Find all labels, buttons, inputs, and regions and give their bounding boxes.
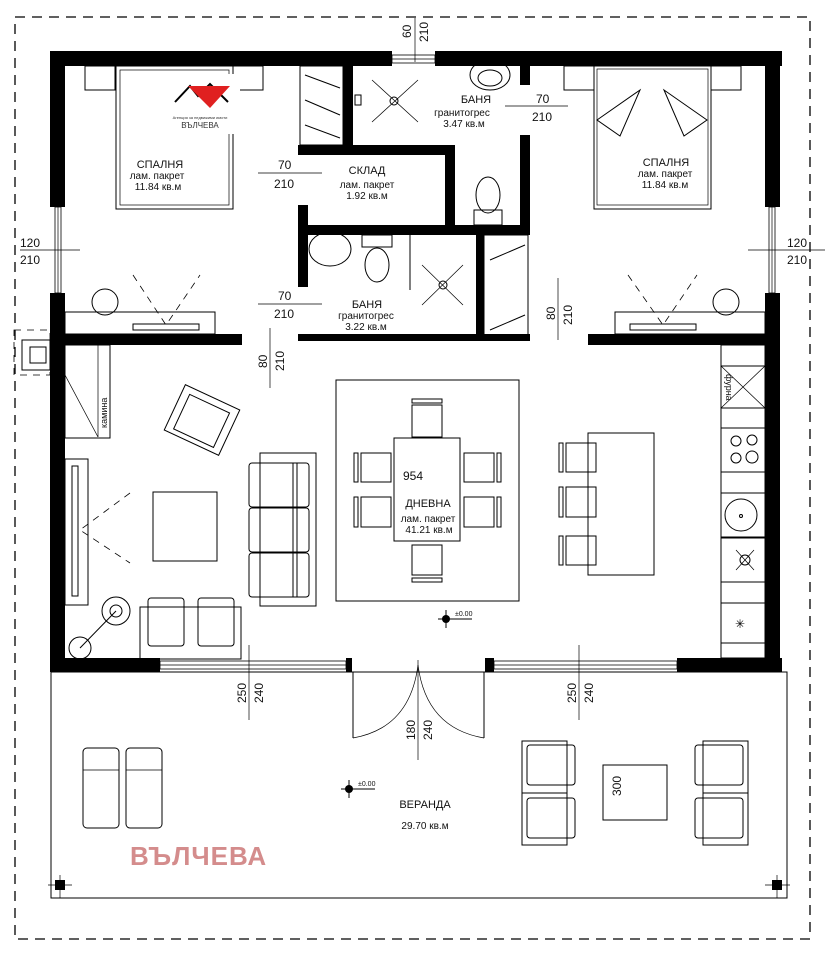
floor-lamp [68,596,131,660]
watermark: ВЪЛЧЕВА [130,841,267,871]
outer-walls [50,51,782,672]
armchairs-bottom [139,597,242,660]
dimension-labels: 60 210 70 210 70 210 70 210 120 210 120 … [20,22,807,740]
svg-text:±0.00: ±0.00 [358,781,376,788]
entrance-door[interactable] [352,664,485,739]
svg-text:240: 240 [252,683,266,703]
sink-bottom [308,231,352,267]
svg-text:3.22 кв.м: 3.22 кв.м [345,322,387,333]
toilet-top [473,176,503,226]
level-marker-living: ±0.00 [438,610,473,628]
svg-text:210: 210 [787,253,807,267]
svg-text:210: 210 [561,305,575,325]
svg-text:70: 70 [278,158,292,172]
door-lines [20,18,825,760]
svg-text:3.47 кв.м: 3.47 кв.м [443,119,485,130]
svg-text:лам. пакрет: лам. пакрет [340,180,395,191]
desk-left [64,274,216,335]
shower-top [354,79,419,123]
coffee-table [152,491,218,562]
svg-text:120: 120 [787,236,807,250]
sofa [248,452,317,607]
svg-text:210: 210 [274,307,294,321]
kitchen-cabinets: ✳ [720,344,766,659]
svg-text:240: 240 [582,683,596,703]
svg-text:лам. пакрет: лам. пакрет [130,171,185,182]
svg-text:29.70 кв.м: 29.70 кв.м [401,821,448,832]
dining-chairs [353,398,502,583]
svg-text:11.84 кв.м: 11.84 кв.м [135,182,182,193]
svg-text:210: 210 [20,253,40,267]
svg-text:70: 70 [278,289,292,303]
svg-text:фурна: фурна [724,374,734,401]
armchair [163,383,241,457]
svg-text:250: 250 [235,683,249,703]
room-name: ВЕРАНДА [399,799,451,811]
svg-text:210: 210 [532,110,552,124]
veranda-posts [48,875,790,898]
shower-bottom [409,235,464,306]
veranda-table [602,764,668,821]
svg-text:80: 80 [544,306,558,320]
bed-left [84,65,264,210]
svg-text:лам. пакрет: лам. пакрет [401,514,456,525]
svg-text:60: 60 [400,24,414,38]
desk-right [614,274,766,335]
fireplace [13,329,111,439]
sun-loungers [82,747,163,829]
wardrobe-right [483,234,529,336]
svg-text:гранитогрес: гранитогрес [434,108,490,119]
svg-text:ВЪЛЧЕВА: ВЪЛЧЕВА [181,121,219,130]
svg-text:лам. пакрет: лам. пакрет [638,169,693,180]
level-marker-veranda: ±0.00 [341,780,376,798]
svg-text:954: 954 [403,469,423,483]
logo: Агенция за недвижими имоти ВЪЛЧЕВА [160,74,240,134]
svg-text:120: 120 [20,236,40,250]
svg-text:300: 300 [610,776,624,796]
svg-text:Агенция за недвижими имоти: Агенция за недвижими имоти [173,115,228,120]
svg-text:1.92 кв.м: 1.92 кв.м [346,191,388,202]
sink-top [469,59,511,91]
svg-text:80: 80 [256,354,270,368]
svg-text:250: 250 [565,683,579,703]
rug [335,379,520,602]
svg-text:✳: ✳ [735,617,745,631]
bed-right [563,65,742,210]
svg-text:210: 210 [274,177,294,191]
room-name: ДНЕВНА [405,498,451,510]
bar-stools [558,442,597,566]
svg-text:210: 210 [417,22,431,42]
svg-text:11.84 кв.м: 11.84 кв.м [642,180,689,191]
svg-text:камина: камина [99,398,109,428]
tv-unit [64,458,131,606]
svg-text:±0.00: ±0.00 [455,611,473,618]
svg-text:СКЛАД: СКЛАД [349,165,386,177]
svg-text:БАНЯ: БАНЯ [352,299,382,311]
kitchen-island [587,432,655,576]
svg-text:210: 210 [273,351,287,371]
interior-walls [65,66,765,345]
svg-text:240: 240 [421,720,435,740]
wardrobe-left [299,65,344,146]
svg-text:180: 180 [404,720,418,740]
plot-boundary [14,16,811,940]
veranda-seating [521,740,749,846]
dining-table [393,437,461,542]
svg-text:СПАЛНЯ: СПАЛНЯ [643,157,690,169]
svg-text:70: 70 [536,92,550,106]
toilet-bottom [361,234,393,283]
svg-text:гранитогрес: гранитогрес [338,311,394,322]
svg-text:41.21 кв.м: 41.21 кв.м [405,525,452,536]
svg-text:БАНЯ: БАНЯ [461,94,491,106]
room-name: СПАЛНЯ [137,159,184,171]
